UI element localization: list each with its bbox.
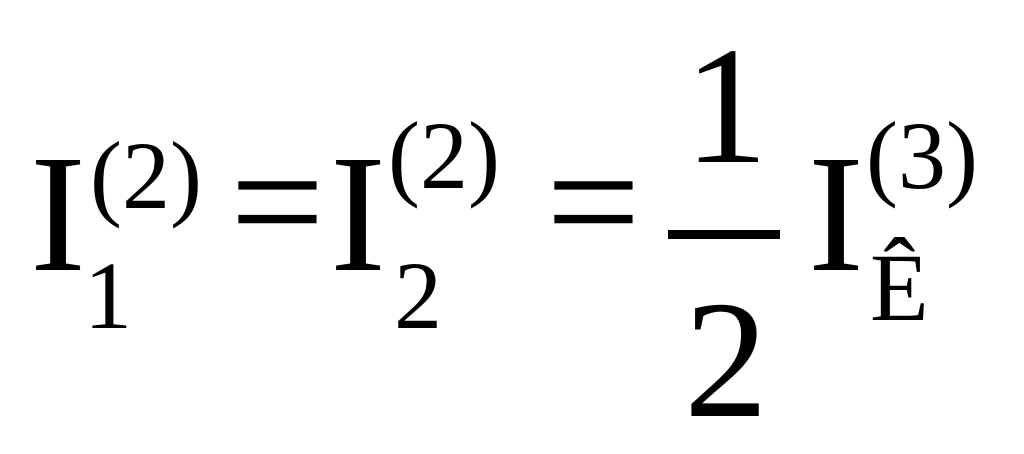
term2-superscript: (2) [388,102,500,209]
term1-superscript: (2) [90,122,202,229]
term3-superscript: (3) [866,102,978,209]
term2-subscript: 2 [394,242,442,349]
fraction-denominator: 2 [684,267,768,453]
equals-sign-2: = [546,109,641,295]
equals-sign-1: = [230,109,325,295]
term1-subscript: 1 [84,242,132,349]
fraction-bar [668,230,780,239]
term2-base: I [330,121,386,307]
term3-subscript: Ê [870,234,929,341]
term1-base: I [30,121,86,307]
fraction-numerator: 1 [684,13,768,199]
term3-base: I [808,121,864,307]
